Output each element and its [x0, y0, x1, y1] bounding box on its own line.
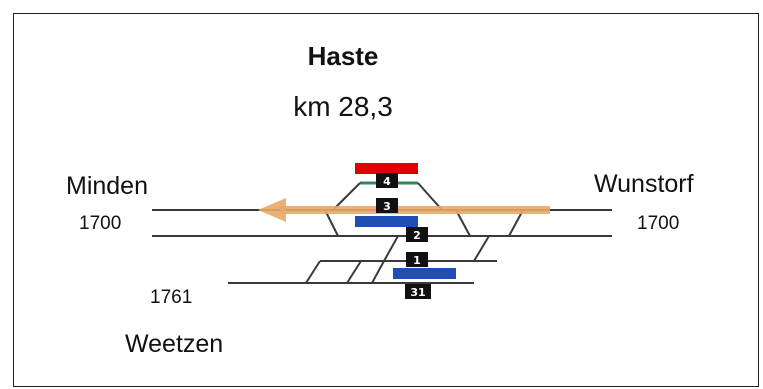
- track-number-2: 2: [406, 227, 428, 242]
- switch-1-right: [473, 235, 490, 262]
- weetzen-label: Weetzen: [125, 330, 223, 358]
- switch-4-right: [417, 182, 443, 211]
- platform-red: [355, 163, 418, 174]
- switch-4-left: [332, 182, 361, 211]
- minden-label: Minden: [66, 172, 148, 200]
- line-1700-right: 1700: [637, 213, 679, 234]
- track-number-1: 1: [406, 252, 428, 267]
- crossover-5: [383, 235, 399, 262]
- wunstorf-label: Wunstorf: [594, 170, 694, 198]
- crossover-2: [455, 209, 471, 237]
- track-number-3: 3: [376, 198, 398, 213]
- track-number-31: 31: [405, 284, 431, 299]
- track-number-4: 4: [376, 173, 398, 188]
- crossover-1: [324, 209, 339, 237]
- svg-text:3: 3: [383, 200, 391, 213]
- crossover-4: [346, 260, 362, 284]
- svg-text:2: 2: [413, 229, 421, 242]
- crossover-6: [371, 260, 385, 284]
- svg-text:4: 4: [383, 175, 391, 188]
- direction-arrow: [258, 198, 550, 222]
- switch-1-left: [305, 260, 321, 284]
- line-1700-left: 1700: [79, 213, 121, 234]
- crossover-3: [508, 209, 524, 237]
- station-name: Haste: [308, 41, 379, 71]
- platform-blue-lower: [393, 268, 456, 279]
- platform-blue-upper: [355, 216, 418, 227]
- station-km: km 28,3: [293, 91, 393, 122]
- line-1761-label: 1761: [150, 287, 192, 308]
- svg-text:1: 1: [413, 254, 421, 267]
- svg-text:31: 31: [410, 286, 425, 299]
